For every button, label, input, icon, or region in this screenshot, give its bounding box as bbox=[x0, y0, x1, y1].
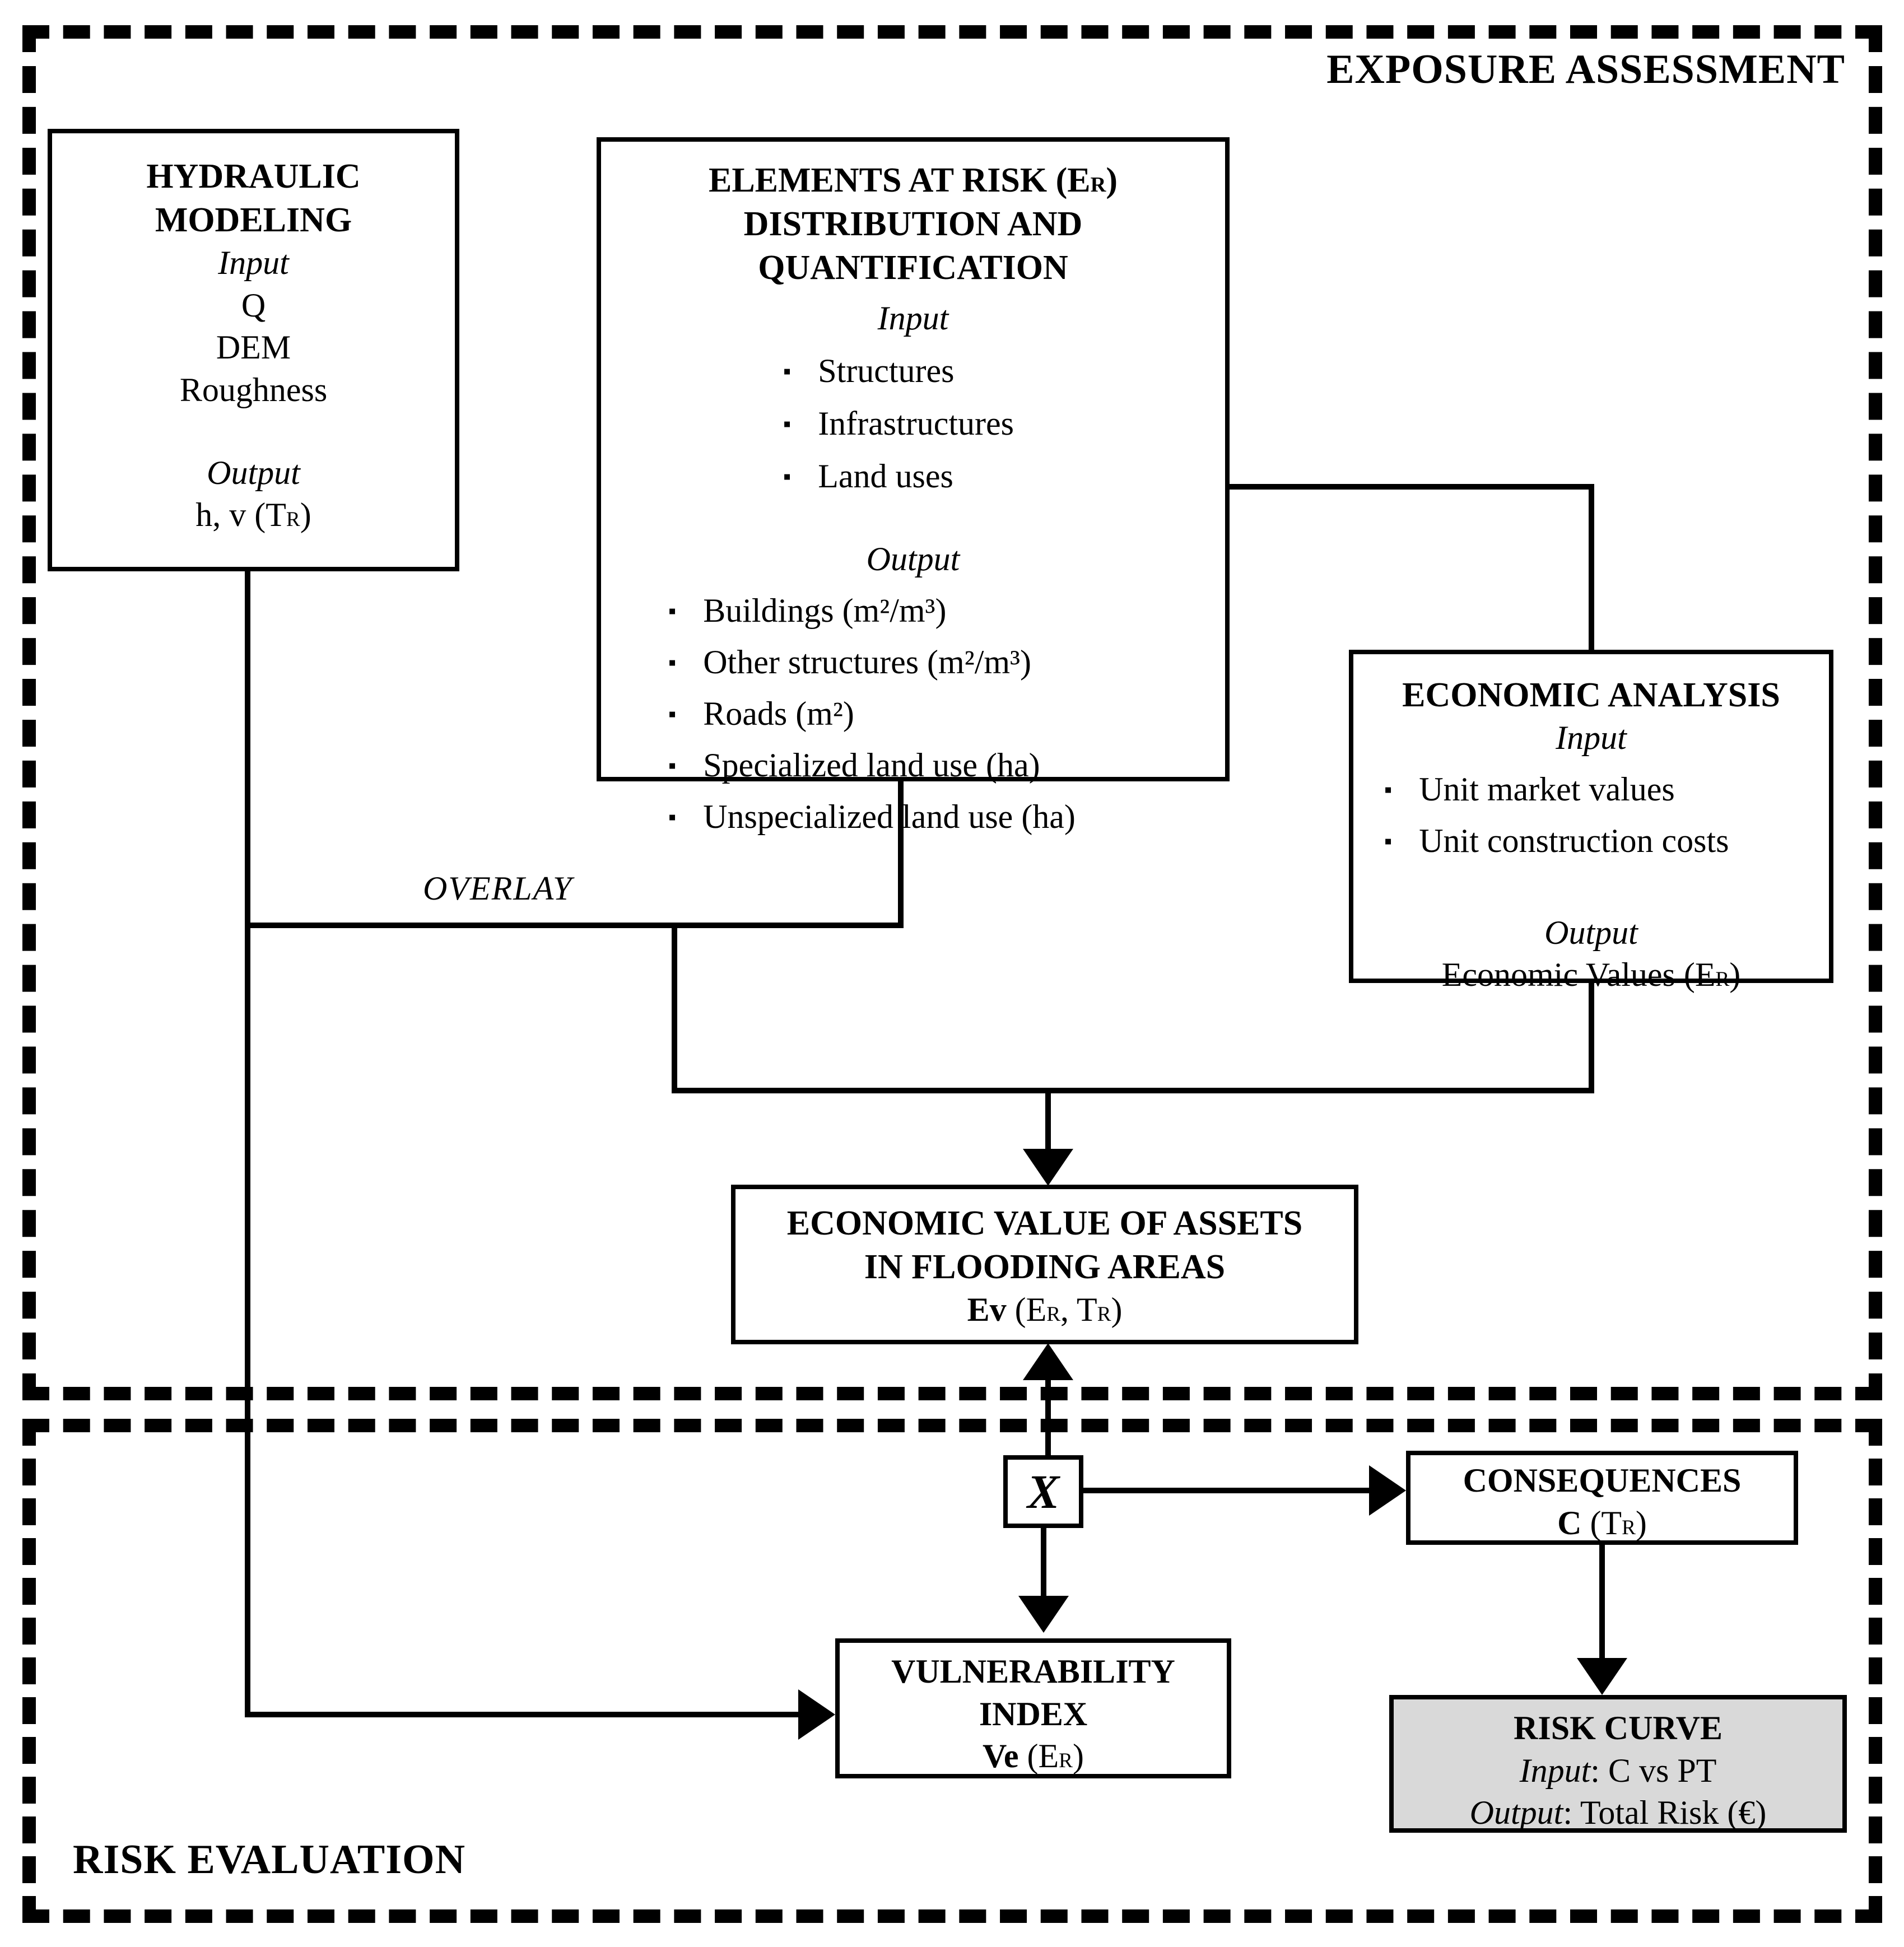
hydraulic-input-roughness: Roughness bbox=[179, 371, 328, 408]
hydraulic-input-label: Input bbox=[218, 244, 289, 282]
elements-input-item: ▪Structures bbox=[783, 352, 955, 389]
hydraulic-modeling-box: HYDRAULIC MODELING Input Q DEM Roughness… bbox=[48, 129, 459, 571]
bullet-icon: ▪ bbox=[783, 411, 792, 436]
arrowhead-into-economic-value-top bbox=[1023, 1149, 1073, 1186]
vulnerability-formula: Ve (ER) bbox=[983, 1738, 1084, 1775]
arrowhead-into-economic-value-bottom bbox=[1023, 1343, 1073, 1380]
economic-value-line2: IN FLOODING AREAS bbox=[864, 1248, 1226, 1287]
economic-analysis-input-label: Input bbox=[1556, 719, 1627, 757]
vulnerability-line1: VULNERABILITY bbox=[891, 1653, 1175, 1690]
elements-at-risk-box: ELEMENTS AT RISK (ER) DISTRIBUTION AND Q… bbox=[597, 137, 1230, 835]
elements-output-item: ▪Other structures (m²/m³) bbox=[668, 643, 1032, 681]
economic-analysis-output-label: Output bbox=[1544, 914, 1638, 951]
hydraulic-input-q: Q bbox=[241, 286, 266, 324]
elements-output-item: ▪Specialized land use (ha) bbox=[668, 746, 1040, 784]
economic-analysis-box: ECONOMIC ANALYSIS Input ▪Unit market val… bbox=[1349, 650, 1833, 993]
arrowhead-into-vulnerability-top bbox=[1018, 1596, 1069, 1633]
arrowhead-into-consequences bbox=[1369, 1465, 1406, 1516]
economic-value-box: ECONOMIC VALUE OF ASSETS IN FLOODING ARE… bbox=[731, 1185, 1358, 1344]
economic-analysis-input-item: ▪Unit construction costs bbox=[1384, 822, 1729, 859]
bullet-icon: ▪ bbox=[1384, 776, 1393, 802]
risk-evaluation-region bbox=[22, 1419, 1882, 1923]
connector-hydraulic-to-vulnerability bbox=[245, 1712, 802, 1717]
bullet-icon: ▪ bbox=[783, 463, 792, 489]
bullet-icon: ▪ bbox=[783, 358, 792, 384]
connector-elements-down bbox=[898, 781, 904, 928]
elements-input-item: ▪Infrastructures bbox=[783, 404, 1014, 442]
arrowhead-into-vulnerability-left bbox=[798, 1689, 835, 1740]
economic-analysis-title: ECONOMIC ANALYSIS bbox=[1402, 676, 1780, 714]
elements-at-risk-title: ELEMENTS AT RISK (ER) DISTRIBUTION AND Q… bbox=[708, 161, 1118, 287]
elements-output-item: ▪Roads (m²) bbox=[668, 695, 854, 732]
connector-into-economic-analysis-top bbox=[1589, 484, 1594, 650]
hydraulic-input-dem: DEM bbox=[216, 329, 291, 366]
risk-curve-output: Output: Total Risk (€) bbox=[1469, 1794, 1767, 1832]
connector-elements-right bbox=[1230, 484, 1594, 490]
connector-x-up bbox=[1045, 1379, 1051, 1455]
connector-to-economic-value bbox=[1045, 1088, 1051, 1150]
connector-economic-analysis-down bbox=[1589, 983, 1594, 1093]
economic-analysis-output-value: Economic Values (ER) bbox=[1441, 956, 1741, 994]
vulnerability-index-box: VULNERABILITY INDEX Ve (ER) bbox=[835, 1638, 1231, 1778]
hydraulic-output-label: Output bbox=[207, 454, 300, 491]
connector-x-down bbox=[1041, 1528, 1046, 1596]
risk-curve-input: Input: C vs PT bbox=[1519, 1752, 1717, 1789]
economic-value-formula: Ev (ER, TR) bbox=[967, 1291, 1123, 1329]
bullet-icon: ▪ bbox=[668, 649, 677, 675]
consequences-formula: C (TR) bbox=[1557, 1504, 1647, 1541]
risk-curve-box: RISK CURVE Input: C vs PT Output: Total … bbox=[1389, 1695, 1847, 1833]
overlay-label: OVERLAY bbox=[423, 870, 573, 907]
connector-overlay-down bbox=[672, 923, 677, 1093]
consequences-box: CONSEQUENCES C (TR) bbox=[1406, 1451, 1798, 1545]
risk-curve-title: RISK CURVE bbox=[1514, 1710, 1723, 1746]
bullet-icon: ▪ bbox=[1384, 828, 1393, 854]
connector-consequences-down bbox=[1599, 1543, 1605, 1659]
vulnerability-line2: INDEX bbox=[979, 1695, 1088, 1732]
hydraulic-modeling-title: HYDRAULIC MODELING bbox=[146, 157, 361, 240]
exposure-assessment-title: EXPOSURE ASSESSMENT bbox=[1326, 46, 1845, 92]
arrowhead-into-risk-curve bbox=[1577, 1658, 1627, 1695]
exposure-assessment-region bbox=[22, 25, 1882, 1400]
elements-output-item: ▪Unspecialized land use (ha) bbox=[668, 798, 1076, 835]
bullet-icon: ▪ bbox=[668, 701, 677, 726]
connector-hydraulic-vertical bbox=[245, 571, 250, 1715]
multiply-symbol: X bbox=[1027, 1465, 1060, 1519]
bullet-icon: ▪ bbox=[668, 598, 677, 623]
bullet-icon: ▪ bbox=[668, 752, 677, 778]
multiply-box: X bbox=[1003, 1455, 1083, 1528]
connector-join-horizontal bbox=[672, 1088, 1594, 1093]
connector-x-right bbox=[1083, 1488, 1370, 1493]
elements-input-item: ▪Land uses bbox=[783, 457, 953, 495]
economic-analysis-input-item: ▪Unit market values bbox=[1384, 770, 1675, 808]
elements-output-label: Output bbox=[866, 540, 960, 577]
elements-output-item: ▪Buildings (m²/m³) bbox=[668, 591, 947, 629]
consequences-title: CONSEQUENCES bbox=[1463, 1462, 1742, 1499]
bullet-icon: ▪ bbox=[668, 804, 677, 830]
risk-evaluation-title: RISK EVALUATION bbox=[73, 1837, 466, 1883]
elements-input-label: Input bbox=[877, 300, 949, 337]
hydraulic-output-value: h, v (TR) bbox=[195, 496, 311, 534]
economic-value-line1: ECONOMIC VALUE OF ASSETS bbox=[786, 1204, 1303, 1242]
connector-overlay-horizontal bbox=[245, 923, 904, 928]
